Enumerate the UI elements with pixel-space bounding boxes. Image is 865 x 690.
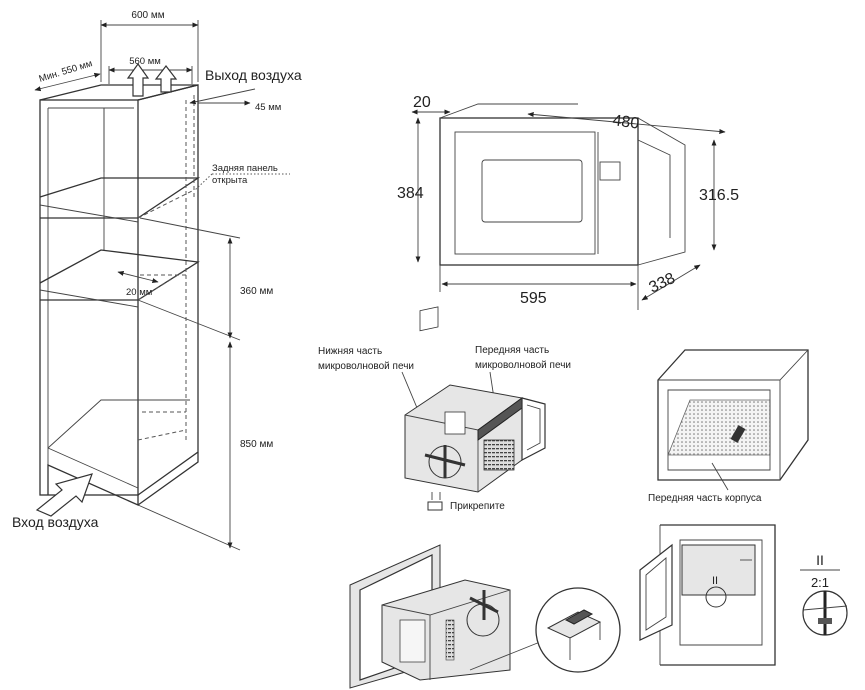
install-frame-diagram bbox=[349, 544, 546, 689]
label-attach: Прикрепите bbox=[450, 501, 505, 512]
label-back-panel-line2: открыта bbox=[212, 175, 248, 186]
label-front-line1: Передняя часть bbox=[475, 345, 549, 356]
housing-diagram: Передняя часть корпуса bbox=[648, 349, 809, 504]
dim-opening-height: 360 мм bbox=[240, 286, 273, 297]
oven-trim-frame bbox=[439, 117, 639, 266]
label-front-line2: микроволновой печи bbox=[475, 360, 571, 371]
detail-ii-label: II bbox=[816, 552, 824, 568]
detail-ii-scale: 2:1 bbox=[811, 575, 829, 590]
label-air-in: Вход воздуха bbox=[12, 514, 99, 530]
bracket-detail bbox=[535, 587, 621, 673]
dim-depth-side: 338 bbox=[647, 270, 678, 297]
dim-height-front: 384 bbox=[397, 185, 424, 202]
door-open-diagram: II bbox=[639, 524, 776, 666]
oven-upside-down bbox=[404, 384, 523, 493]
housing-mesh bbox=[667, 399, 771, 456]
dim-width-outer: 600 мм bbox=[131, 10, 164, 21]
dim-height-body: 316.5 bbox=[699, 187, 739, 204]
label-step-ii: II bbox=[712, 575, 718, 587]
label-back-panel-line1: Задняя панель bbox=[212, 163, 278, 174]
dim-gap-shelf: 20 мм bbox=[126, 287, 152, 298]
label-housing-front: Передняя часть корпуса bbox=[648, 493, 762, 504]
label-air-out: Выход воздуха bbox=[205, 67, 302, 83]
dim-min-depth: Мин. 550 мм bbox=[38, 58, 94, 85]
cabinet-front-frame bbox=[39, 99, 139, 496]
dim-gap-back: 45 мм bbox=[255, 102, 281, 113]
label-bottom-line2: микроволновой печи bbox=[318, 361, 414, 372]
cabinet-shelf-1 bbox=[39, 177, 201, 219]
cabinet-shelf-2 bbox=[39, 249, 200, 301]
label-bottom-line1: Нижняя часть bbox=[318, 346, 382, 357]
dim-width-inner: 560 мм bbox=[129, 56, 161, 67]
assembly-step-bracket: Нижняя часть микроволновой печи Передняя… bbox=[318, 306, 571, 512]
open-door bbox=[639, 543, 673, 641]
dim-base-height: 850 мм bbox=[240, 439, 273, 450]
dim-depth-top: 480 bbox=[611, 112, 640, 133]
air-in-arrow bbox=[35, 473, 93, 517]
cabinet-top bbox=[39, 84, 199, 101]
dim-width: 595 bbox=[520, 290, 547, 307]
dim-trim: 20 bbox=[413, 94, 431, 111]
oven-dimension-diagram: 20 480 384 316.5 595 338 bbox=[397, 94, 739, 310]
detail-ii: II 2:1 bbox=[800, 552, 848, 636]
air-out-arrows bbox=[126, 62, 178, 97]
cabinet-diagram: 600 мм 560 мм Мин. 550 мм Выход воздуха … bbox=[12, 10, 302, 551]
